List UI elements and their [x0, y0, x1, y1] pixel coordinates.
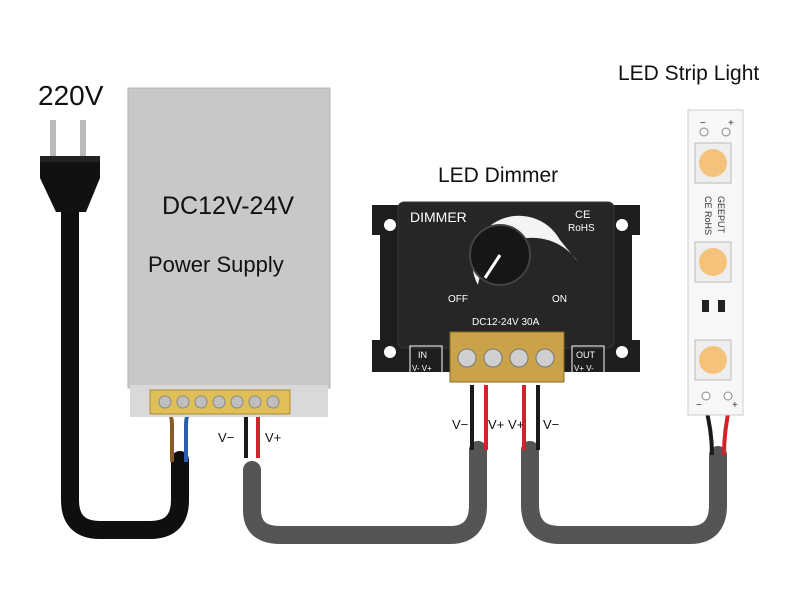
mount-hole: [384, 346, 396, 358]
mains-wire-blue: [184, 408, 192, 462]
dim-out-vminus-label: V−: [543, 417, 560, 432]
dim-in-vminus-label: V−: [452, 417, 469, 432]
psu-vplus-label: V+: [265, 430, 282, 445]
dimmer-strip-cable: [521, 441, 727, 544]
mains-cable: [61, 201, 189, 539]
strip-brand: GEEPUT: [716, 196, 726, 234]
out-pins: V+ V-: [574, 364, 594, 373]
rohs-mark: RoHS: [568, 223, 595, 234]
psu-dimmer-cable: [243, 441, 487, 544]
mount-hole: [384, 219, 396, 231]
psu-terminal-screws: [158, 395, 280, 409]
strip-plus-top: +: [728, 118, 734, 129]
in-pins: V- V+: [412, 364, 432, 373]
led-dimmer-unit: DIMMER CE RoHS OFF ON DC12-24V 30A IN V-…: [372, 201, 640, 383]
mains-wire-brown: [166, 408, 174, 462]
dimmer-rating: DC12-24V 30A: [472, 317, 540, 328]
strip-cert: CE RoHS: [703, 196, 713, 235]
strip-plus-bottom: +: [732, 400, 738, 411]
mount-hole: [616, 219, 628, 231]
psu-vminus-label: V−: [218, 430, 235, 445]
dim-in-vplus-label: V+: [488, 417, 505, 432]
in-label: IN: [418, 350, 427, 360]
dimmer-brand: DIMMER: [410, 209, 467, 225]
on-label: ON: [552, 294, 567, 305]
power-plug-icon: [40, 120, 100, 212]
knob-pointer: [483, 254, 502, 279]
power-supply-unit: [127, 87, 331, 417]
dimmer-title-label: LED Dimmer: [438, 164, 559, 187]
psu-voltage-label: DC12V-24V: [162, 192, 295, 220]
off-label: OFF: [448, 294, 468, 305]
strip-title-label: LED Strip Light: [618, 62, 760, 85]
strip-resistor: [718, 300, 725, 312]
strip-minus-top: −: [700, 118, 706, 129]
psu-name-label: Power Supply: [148, 252, 284, 277]
dim-out-vplus-label: V+: [508, 417, 525, 432]
strip-resistor: [702, 300, 709, 312]
ce-mark: CE: [575, 209, 590, 221]
mount-hole: [616, 346, 628, 358]
led-strip: − + CE RoHS GEEPUT − +: [687, 109, 744, 416]
strip-minus-bottom: −: [696, 400, 702, 411]
mains-voltage-label: 220V: [38, 80, 104, 111]
out-label: OUT: [576, 350, 596, 360]
